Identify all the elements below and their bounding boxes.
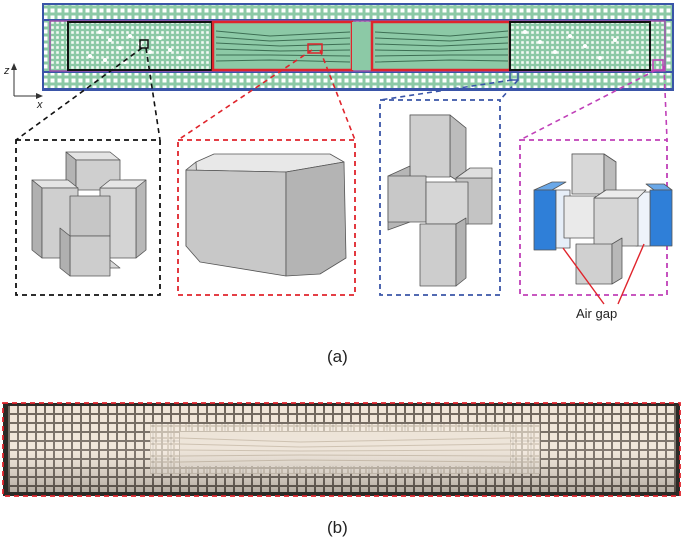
bottom-band bbox=[42, 71, 674, 90]
lattice-strip bbox=[42, 3, 674, 91]
air-gap-callout: Air gap bbox=[562, 243, 645, 321]
axis-x-label: x bbox=[36, 99, 43, 111]
air-gap-unit-cell-icon bbox=[533, 153, 673, 285]
axis-z-label: z bbox=[3, 65, 10, 77]
cross-unit-cell-icon bbox=[31, 151, 147, 277]
callout-black-marker bbox=[139, 39, 149, 49]
callout-purple-marker bbox=[652, 59, 664, 71]
air-gap-label: Air gap bbox=[576, 306, 617, 321]
callout-blue-marker bbox=[509, 71, 519, 81]
leader-lines bbox=[15, 47, 668, 141]
red-region-right bbox=[370, 20, 512, 72]
middle-bar bbox=[352, 22, 372, 70]
right-black-region bbox=[509, 21, 651, 71]
left-dots bbox=[88, 30, 182, 64]
right-dots bbox=[523, 30, 632, 60]
axis-indicator: z x bbox=[3, 63, 43, 111]
top-band bbox=[42, 3, 674, 21]
red-region-left bbox=[211, 20, 354, 72]
truncated-prism-unit-cell-icon bbox=[185, 153, 347, 277]
photo-specimen bbox=[2, 402, 681, 497]
panel-b-label: (b) bbox=[327, 518, 348, 537]
cross-column-unit-cell-icon bbox=[387, 114, 493, 287]
panel-a-label: (a) bbox=[327, 347, 348, 366]
